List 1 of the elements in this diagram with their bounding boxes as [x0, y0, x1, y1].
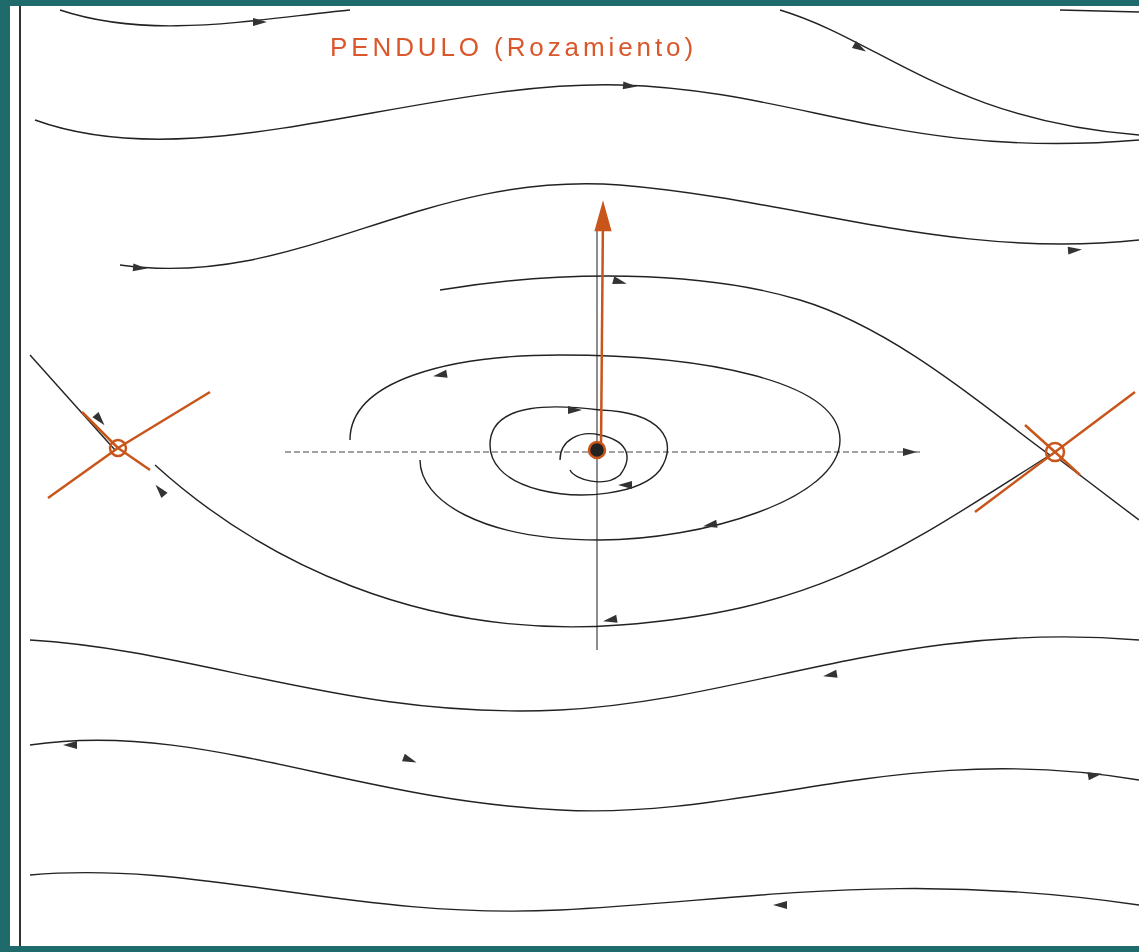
diagram-title: PENDULO (Rozamiento) — [330, 31, 698, 64]
